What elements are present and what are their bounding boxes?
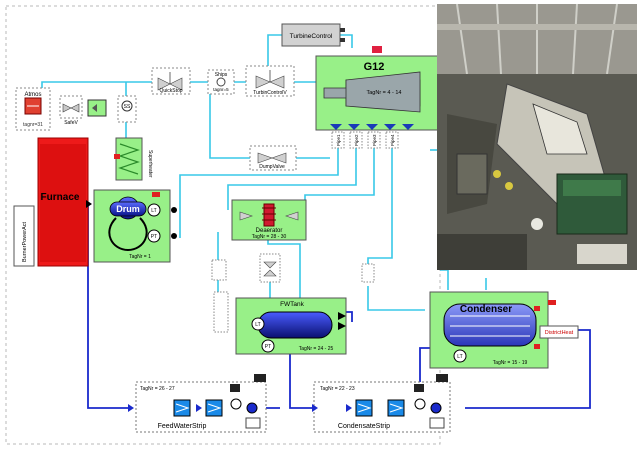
lt-label: LT: [255, 322, 260, 328]
flow-meter[interactable]: [361, 263, 375, 283]
district-heat-block[interactable]: [539, 325, 579, 339]
condensate-strip[interactable]: TagNr = 22 - 23 CondensateStrip: [313, 381, 451, 433]
turbine-control-valve[interactable]: TurbinControlV: [245, 65, 295, 97]
level-transmitter[interactable]: [251, 317, 265, 331]
heat-exchanger-icon: [118, 143, 140, 175]
flow-meter[interactable]: [211, 259, 227, 281]
valve-icon: [62, 103, 72, 113]
district-heat-label: DistrictHeat: [545, 330, 574, 336]
burner-power-act[interactable]: BurnerPowerAct: [13, 205, 35, 267]
drum-tag: TagNr = 1: [129, 254, 151, 260]
pump-icon[interactable]: [430, 402, 442, 414]
photo-image: [437, 4, 637, 270]
heat-exchanger-icon: [173, 399, 191, 417]
fw-tank-tag: TagNr = 24 - 25: [299, 346, 334, 352]
heat-exchanger-icon: [387, 399, 405, 417]
dump-valve-label: DumpValve: [259, 164, 285, 170]
safety-label: SafeV: [64, 120, 78, 126]
tcv-label: TurbinControlV: [253, 90, 287, 96]
fw-strip-tag: TagNr = 26 - 27: [140, 386, 175, 392]
generator-tag: TagNr = 4 - 14: [366, 90, 401, 96]
quick-stop-label: QuickStop: [159, 88, 182, 94]
flow-sensor-icon: [216, 77, 226, 87]
motor-icon: [436, 374, 448, 382]
condenser-block[interactable]: Condenser LT TagNr = 15 - 19: [429, 291, 549, 369]
pump-icon[interactable]: [414, 398, 426, 410]
pipe-label: Pipe1: [336, 134, 341, 146]
status-indicator: [372, 46, 382, 53]
turbine-g12[interactable]: G12 TagNr = 4 - 14: [315, 55, 439, 131]
safety-valve[interactable]: SafeV: [59, 95, 83, 126]
condenser-label: Condenser: [460, 304, 512, 315]
atmos-block[interactable]: Atmos tagnr=31: [15, 87, 51, 131]
arrow-icon: [92, 104, 97, 112]
cond-strip-label: CondensateStrip: [338, 423, 390, 430]
valve-icon: [263, 261, 277, 269]
turbine-hall-photo: [437, 4, 637, 270]
furnace[interactable]: Furnace: [37, 137, 89, 267]
turbine-pipe-taps: Pipe1 Pipe2 Pipe3 Pipe4: [331, 131, 399, 149]
ships-tag: tagnr=5: [213, 87, 229, 92]
pt-label: PT: [151, 234, 157, 240]
burner-label: BurnerPowerAct: [22, 221, 28, 262]
atmos-label: Atmos: [24, 92, 41, 98]
turbine-control-block[interactable]: TurbineControl: [281, 23, 345, 47]
fw-strip-label: FeedWaterStrip: [158, 423, 207, 430]
tank-icon: [257, 311, 333, 339]
motor-icon: [254, 374, 266, 382]
turbine-control-label: TurbineControl: [290, 33, 333, 40]
deaerator-block[interactable]: Deaerator TagNr = 28 - 30: [231, 199, 307, 241]
valve-icon: [255, 75, 271, 89]
lt-label: LT: [457, 354, 462, 360]
deaerator-icon: [263, 203, 275, 227]
superheater[interactable]: Superheater: [115, 137, 153, 181]
ss-label: SS: [124, 104, 131, 110]
connector: [114, 154, 120, 159]
quick-stop-valve[interactable]: QuickStop: [151, 67, 191, 95]
steam-sensor[interactable]: SS: [117, 95, 137, 123]
motor-icon: [414, 384, 424, 392]
level-transmitter[interactable]: [453, 349, 467, 363]
pressure-transmitter[interactable]: [261, 339, 275, 353]
lt-label: LT: [151, 208, 156, 214]
fw-tank-label: FWTank: [280, 301, 305, 308]
furnace-label: Furnace: [41, 192, 80, 203]
drum-label: Drum: [116, 204, 140, 214]
superheater-label: Superheater: [147, 150, 153, 178]
atmos-tag: tagnr=31: [23, 122, 43, 128]
ships-label: Ships: [215, 72, 228, 78]
pipe-label: Pipe4: [390, 134, 395, 146]
motor-icon: [230, 384, 240, 392]
level-transmitter[interactable]: [147, 203, 161, 217]
deaerator-label: Deaerator: [256, 228, 283, 234]
generator-label: G12: [364, 61, 385, 73]
condenser-tag: TagNr = 15 - 19: [493, 360, 528, 366]
pipe-label: Pipe3: [372, 134, 377, 146]
deaerator-tag: TagNr = 28 - 30: [252, 234, 287, 240]
dump-valve[interactable]: DumpValve: [249, 145, 297, 171]
pipe-label: Pipe2: [354, 134, 359, 146]
valve-icon: [257, 152, 273, 164]
pump-icon[interactable]: [246, 402, 258, 414]
level-block[interactable]: [213, 291, 229, 333]
valve-icon: [157, 77, 171, 91]
pt-label: PT: [265, 344, 271, 350]
outer-boundary: [5, 5, 441, 445]
cond-strip-tag: TagNr = 22 - 23: [320, 386, 355, 392]
heat-exchanger-icon: [205, 399, 223, 417]
fw-tank-block[interactable]: FWTank LT PT TagNr = 24 - 25: [235, 297, 347, 355]
pump-icon[interactable]: [230, 398, 242, 410]
ships-block[interactable]: Ships tagnr=5: [207, 69, 235, 95]
drum-block[interactable]: Drum LT PT TagNr = 1: [93, 189, 171, 263]
heat-exchanger-icon: [355, 399, 373, 417]
feed-water-strip[interactable]: TagNr = 26 - 27 FeedWaterStrip: [135, 381, 267, 433]
pressure-transmitter[interactable]: [147, 229, 161, 243]
